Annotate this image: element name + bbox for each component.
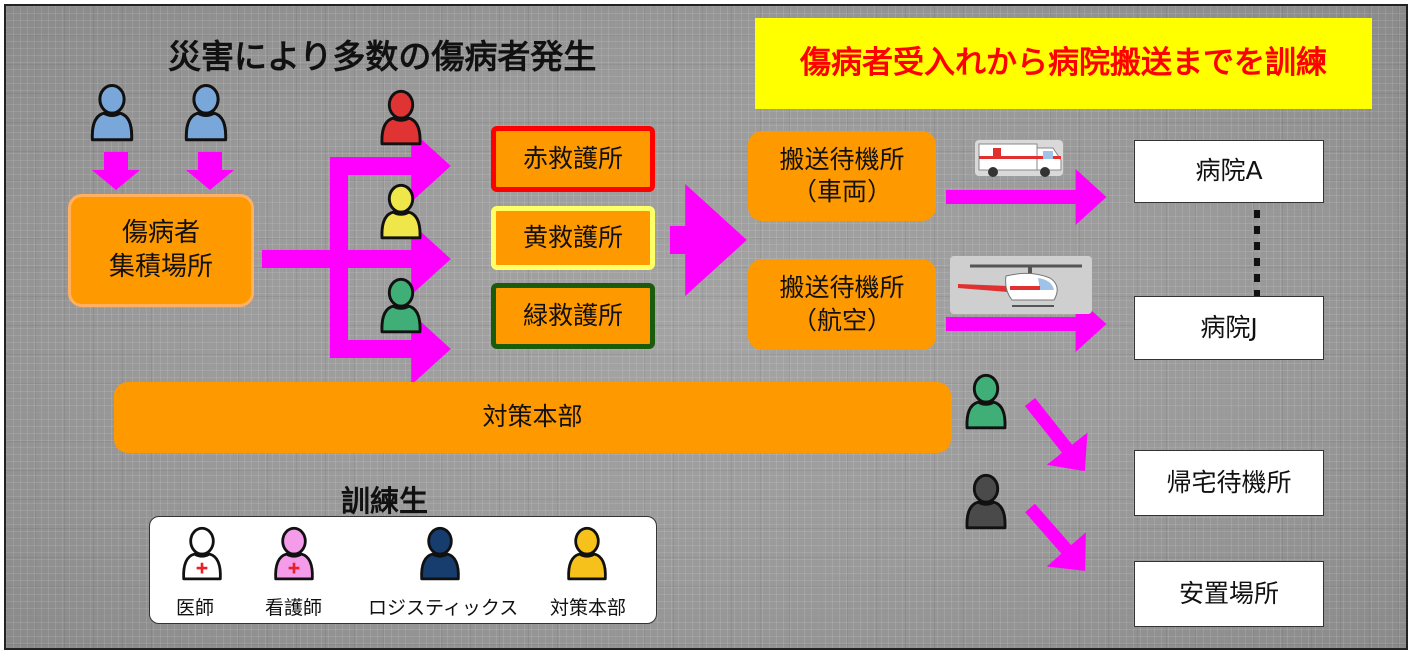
patient-blue-1-icon [88, 82, 136, 146]
hospital-j: 病院J [1134, 296, 1324, 360]
diagram-title: 災害により多数の傷病者発生 [168, 37, 597, 76]
arrow-to-return-home [1024, 397, 1088, 472]
legend-label-hq: 対策本部 [550, 597, 627, 619]
arrow-down-1 [92, 152, 140, 190]
legend-logistics-icon [418, 525, 462, 585]
transport-standby-air: 搬送待機所 （航空） [748, 259, 936, 350]
legend-hq-icon [565, 525, 609, 585]
legend-nurse-icon [272, 525, 316, 585]
patient-yellow-icon [378, 182, 424, 244]
legend: 医師 看護師 ロジスティックス 対策本部 [149, 516, 657, 624]
green-aid-station: 緑救護所 [491, 283, 655, 349]
hospital-a: 病院A [1134, 140, 1324, 203]
arrow-down-2 [186, 152, 234, 190]
helicopter-icon [950, 256, 1092, 314]
patient-green-discharge-icon [963, 372, 1009, 434]
arrow-collection-to-stations [262, 130, 451, 385]
morgue-area: 安置場所 [1134, 561, 1324, 627]
patient-green-icon [378, 276, 424, 338]
training-banner: 傷病者受入れから病院搬送までを訓練 [755, 18, 1372, 109]
casualty-collection-point: 傷病者 集積場所 [68, 194, 254, 307]
red-aid-station: 赤救護所 [491, 126, 655, 192]
legend-label-logistics: ロジスティックス [368, 597, 519, 619]
patient-red-icon [378, 88, 424, 150]
transport-standby-vehicle: 搬送待機所 （車両） [748, 131, 936, 221]
ambulance-icon [975, 140, 1063, 177]
headquarters: 対策本部 [114, 382, 951, 453]
legend-label-nurse: 看護師 [265, 597, 323, 619]
legend-doctor-icon [180, 525, 224, 585]
yellow-aid-station: 黄救護所 [491, 206, 655, 270]
patient-blue-2-icon [182, 82, 230, 146]
legend-label-doctor: 医師 [176, 597, 215, 619]
patient-black-icon [963, 472, 1009, 534]
return-home-waiting-area: 帰宅待機所 [1134, 450, 1324, 516]
arrow-to-morgue [1025, 503, 1086, 571]
legend-title: 訓練生 [341, 484, 429, 518]
